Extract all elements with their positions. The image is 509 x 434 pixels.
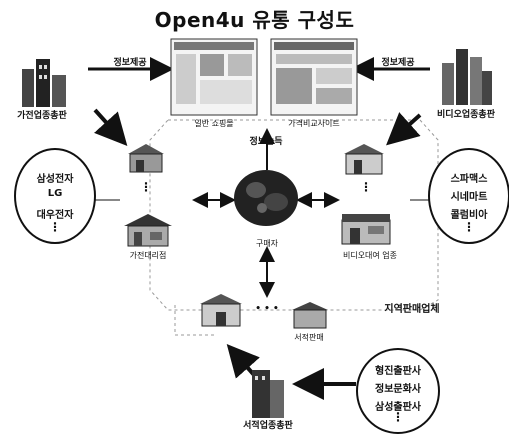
bottom-publisher-2: 정보문화사: [375, 384, 421, 395]
video-rental-icon: [341, 214, 391, 245]
bottom-publishers-group: 형진출판사 정보문화사 삼성출판사 ⋮: [356, 348, 440, 434]
hellipsis-icon: • • •: [255, 304, 279, 314]
ellipsis-icon: ⋮: [360, 180, 372, 194]
ellipsis-icon: ⋮: [392, 410, 404, 424]
info-region-outline: [149, 119, 439, 311]
label-bookstore-sales: 서적판매: [294, 333, 324, 342]
label-appliance-agency: 가전대리점: [129, 251, 167, 260]
book-publisher-building-icon: [252, 370, 284, 418]
left-maker-3: 대우전자: [36, 210, 74, 221]
ellipsis-icon: ⋮: [49, 220, 61, 234]
appliance-agency-icon: [124, 214, 172, 247]
right-maker-2: 시네마트: [450, 192, 488, 203]
arrow-left-publisher-agency: [93, 108, 128, 146]
left-maker-1: 삼성전자: [36, 174, 74, 185]
right-maker-3: 콜럼비아: [450, 210, 488, 221]
left-makers-group: 삼성전자 LG 대우전자 ⋮: [14, 148, 96, 244]
label-appliance-publisher: 가전업종총판: [17, 111, 67, 121]
video-shop-icon: [344, 144, 384, 175]
bookstore-a-icon: [200, 294, 242, 327]
right-maker-1: 스파맥스: [450, 174, 488, 185]
arrow-right-publisher-rental: [386, 112, 422, 146]
label-info-provide-left: 정보제공: [113, 58, 147, 68]
bookstore-b-icon: [292, 302, 328, 329]
price-compare-thumbnail: [270, 38, 358, 116]
label-shopping-site: 일반 쇼핑몰: [194, 119, 234, 128]
right-makers-group: 스파맥스 시네마트 콜럼비아 ⋮: [428, 148, 509, 244]
label-info-acquire: 정보습득: [249, 137, 283, 147]
label-video-rental: 비디오대여 업종: [342, 251, 398, 260]
bottom-dashed: [174, 305, 215, 336]
buyer-globe-icon: [234, 170, 298, 226]
ellipsis-icon: ⋮: [140, 180, 152, 194]
label-price-compare: 가격비교사이트: [288, 119, 340, 128]
ellipsis-icon: ⋮: [463, 220, 475, 234]
diagram-title: Open4u 유통 구성도: [154, 8, 355, 32]
bottom-publisher-3: 삼성출판사: [375, 402, 421, 413]
label-info-provide-right: 정보제공: [381, 58, 415, 68]
left-maker-2: LG: [47, 188, 63, 199]
appliance-shop-icon: [128, 144, 164, 173]
label-book-publisher: 서적업종총판: [243, 421, 293, 431]
video-publisher-building-icon: [442, 49, 492, 105]
label-video-publisher: 비디오업종총판: [437, 110, 495, 120]
shopping-site-thumbnail: [170, 38, 258, 116]
label-regional-sellers: 지역판매업체: [384, 304, 440, 315]
appliance-publisher-building-icon: [22, 59, 66, 107]
label-buyer: 구매자: [255, 239, 279, 248]
bottom-publisher-1: 형진출판사: [375, 366, 421, 377]
